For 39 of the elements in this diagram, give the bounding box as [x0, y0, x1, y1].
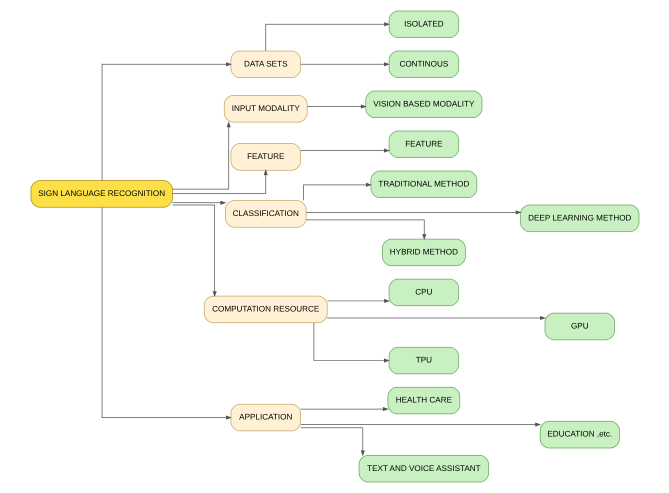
arrow — [300, 427, 364, 456]
node-box: COMPUTATION RESOURCE — [203, 296, 328, 324]
node-box: DEEP LEARNING METHOD — [520, 204, 639, 232]
node-box: ISOLATED — [388, 10, 459, 38]
arrow — [172, 204, 216, 298]
arrow — [305, 219, 426, 240]
node-box: EDUCATION ,etc. — [539, 420, 620, 448]
arrow — [300, 422, 541, 427]
node-box: TRADITIONAL METHOD — [370, 170, 477, 198]
arrow — [172, 121, 230, 190]
node-box: HYBRID METHOD — [382, 238, 466, 266]
arrow — [326, 298, 390, 304]
node-box: GPU — [544, 312, 614, 340]
node-box: CONTINOUS — [388, 50, 459, 78]
arrow — [300, 62, 390, 66]
node-box: DATA SETS — [230, 50, 300, 78]
node-box: TPU — [388, 346, 459, 374]
arrow — [300, 148, 390, 153]
node-box: INPUT MODALITY — [223, 95, 308, 122]
node-box: FEATURE — [230, 143, 300, 171]
arrow — [172, 200, 226, 205]
arrow — [305, 210, 522, 214]
node-box: CLASSIFICATION — [224, 200, 306, 228]
node-box: APPLICATION — [230, 404, 300, 432]
arrow — [302, 182, 372, 201]
arrow — [101, 62, 232, 181]
node-box: HEALTH CARE — [387, 386, 460, 414]
node-box: CPU — [388, 278, 459, 306]
node-box: SIGN LANGUAGE RECOGNITION — [30, 180, 172, 208]
node-box: VISION BASED MODALITY — [364, 90, 482, 118]
arrow — [264, 22, 390, 52]
arrow — [306, 104, 366, 109]
node-box: TEXT AND VOICE ASSISTANT — [358, 455, 489, 482]
arrow — [326, 316, 546, 320]
arrow — [101, 207, 232, 420]
arrow — [300, 407, 388, 412]
node-box: FEATURE — [388, 130, 459, 158]
arrow — [172, 169, 268, 194]
arrow — [313, 322, 390, 363]
